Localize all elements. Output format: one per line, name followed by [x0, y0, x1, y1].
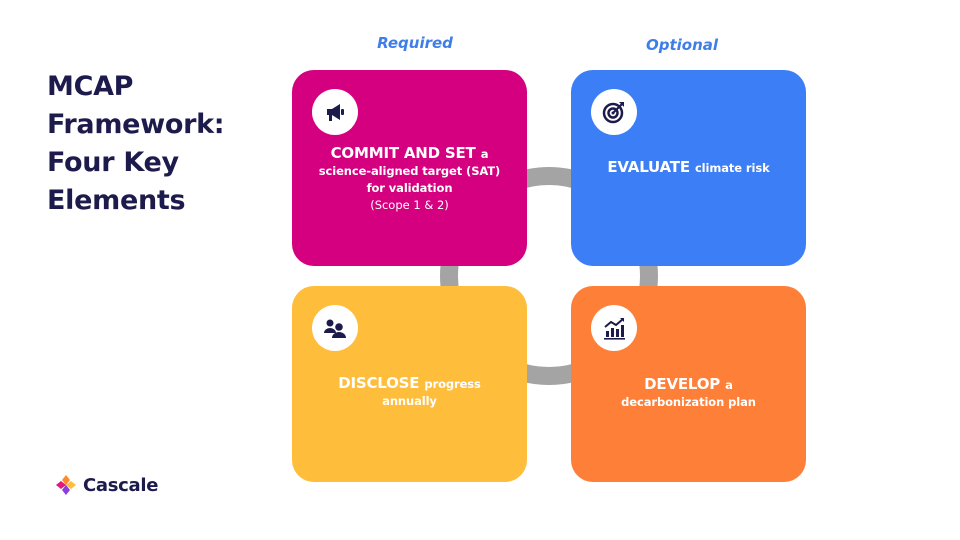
commit-card: COMMIT AND SET a science-aligned target … [292, 70, 527, 266]
disclose-text: DISCLOSE progress annually [300, 374, 519, 410]
commit-line2: science-aligned target (SAT) [318, 164, 501, 178]
develop-heading: DEVELOP [644, 375, 721, 393]
title-line: MCAP [47, 71, 134, 102]
title-line: Framework: [47, 109, 225, 140]
commit-text: COMMIT AND SET a science-aligned target … [300, 144, 519, 214]
develop-card: DEVELOP a decarbonization plan [571, 286, 806, 482]
megaphone-icon [312, 89, 358, 135]
title-line: Elements [47, 185, 186, 216]
evaluate-text: EVALUATE climate risk [579, 158, 798, 177]
page-title: MCAP Framework: Four Key Elements [47, 68, 287, 220]
develop-line2: decarbonization plan [621, 395, 756, 409]
brand-logo: Cascale [55, 474, 158, 496]
title-line: Four Key [47, 147, 179, 178]
evaluate-heading: EVALUATE [607, 158, 690, 176]
develop-text: DEVELOP a decarbonization plan [579, 375, 798, 411]
target-icon [591, 89, 637, 135]
commit-heading: COMMIT AND SET [330, 144, 476, 162]
disclose-rest: progress [424, 377, 481, 391]
people-icon [312, 305, 358, 351]
commit-line3: for validation [366, 181, 453, 195]
evaluate-rest: climate risk [694, 161, 770, 175]
growth-chart-icon [591, 305, 637, 351]
cascale-logo-icon [56, 475, 76, 495]
brand-name: Cascale [83, 474, 159, 496]
commit-note: (Scope 1 & 2) [370, 198, 449, 212]
required-label: Required [377, 34, 453, 52]
disclose-line2: annually [382, 394, 437, 408]
optional-label: Optional [645, 36, 719, 54]
develop-rest: a [725, 378, 733, 392]
evaluate-card: EVALUATE climate risk [571, 70, 806, 266]
ring-circle [440, 167, 658, 385]
commit-connector: a [480, 147, 489, 161]
disclose-card: DISCLOSE progress annually [292, 286, 527, 482]
disclose-heading: DISCLOSE [338, 374, 420, 392]
